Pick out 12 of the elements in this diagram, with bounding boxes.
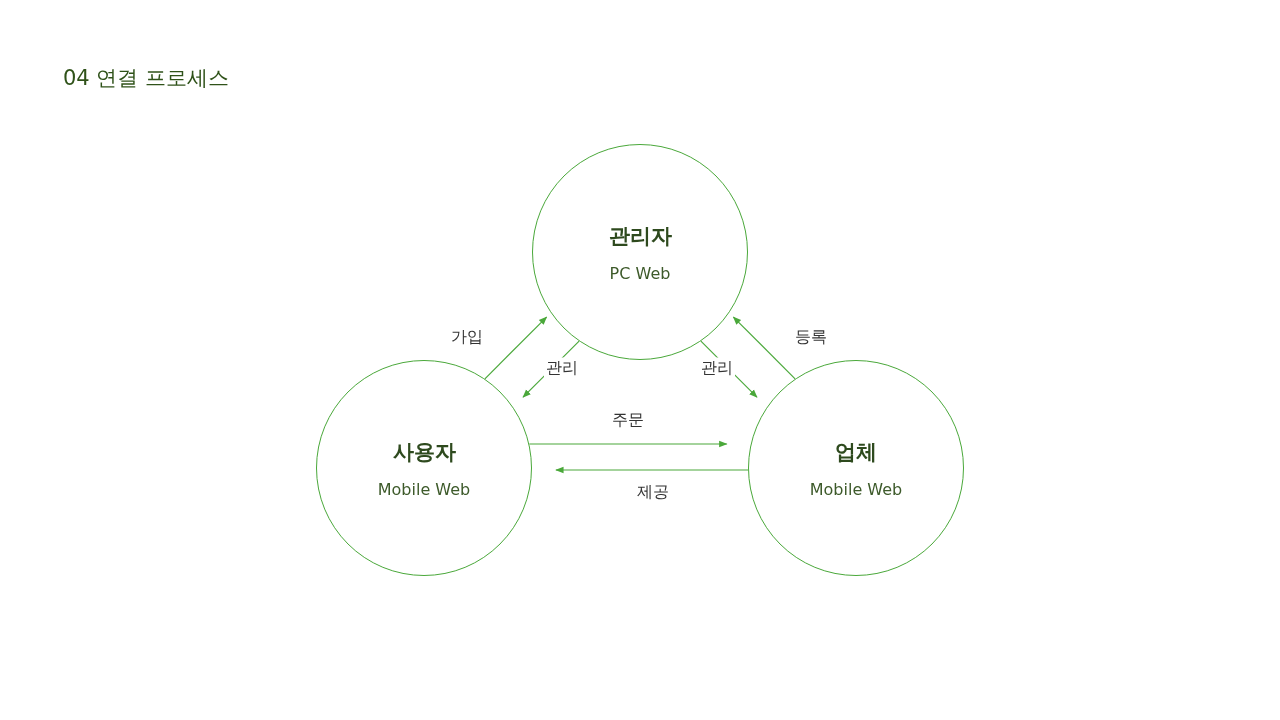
title: 04 연결 프로세스	[63, 65, 230, 92]
arrow	[484, 316, 548, 380]
node-title: 관리자	[608, 222, 672, 250]
node-subtitle: Mobile Web	[377, 479, 471, 499]
node-title: 업체	[835, 438, 877, 466]
arrow	[528, 440, 728, 448]
edge-label: 관리	[699, 357, 735, 379]
arrow	[555, 466, 749, 474]
node-subtitle: Mobile Web	[809, 479, 903, 499]
node-title: 사용자	[392, 438, 456, 466]
node-subtitle: PC Web	[609, 263, 671, 283]
arrow	[732, 316, 796, 380]
